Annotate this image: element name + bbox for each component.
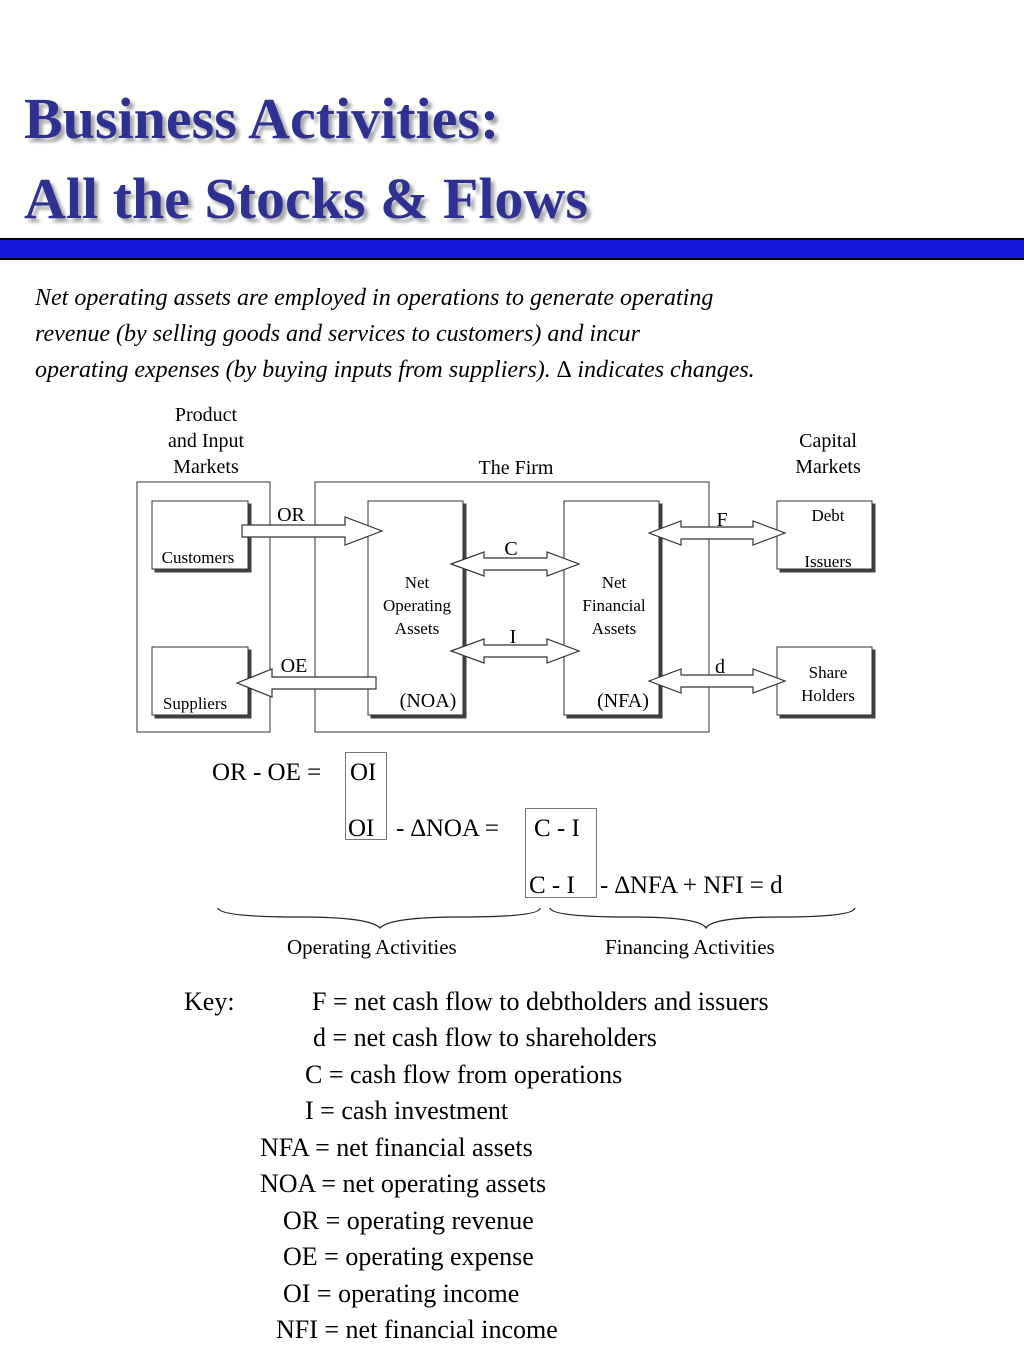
key-item-or: OR = operating revenue <box>283 1206 534 1235</box>
svg-text:Issuers: Issuers <box>804 552 851 571</box>
i-flow-label: I <box>510 626 517 648</box>
svg-text:Holders: Holders <box>801 686 855 705</box>
noa-box <box>367 500 464 716</box>
financing-activities-brace <box>549 907 856 930</box>
key-item-noa: NOA = net operating assets <box>260 1169 547 1198</box>
noa-abbreviation: (NOA) <box>400 690 457 712</box>
oe-arrow <box>235 668 377 698</box>
intro-line-2: revenue (by selling goods and services t… <box>35 321 640 347</box>
slide-title-line-1: Business Activities: <box>24 86 500 151</box>
financing-activities-label: Financing Activities <box>605 935 775 959</box>
svg-text:Net: Net <box>405 573 430 592</box>
key-item-c: C = cash flow from operations <box>305 1060 623 1089</box>
intro-line-1: Net operating assets are employed in ope… <box>35 285 714 311</box>
key-item-oe: OE = operating expense <box>283 1242 534 1271</box>
equation-2-oi: OI <box>348 815 375 842</box>
equation-3-c-minus-i: C - I <box>529 872 575 899</box>
debt-issuers-box <box>776 500 873 570</box>
key-item-oi: OI = operating income <box>283 1279 520 1308</box>
key-item-nfa: NFA = net financial assets <box>260 1133 533 1162</box>
or-arrow <box>241 516 384 546</box>
svg-text:Operating: Operating <box>383 596 451 615</box>
debt-issuers-label: Debt Issuers <box>804 506 851 571</box>
svg-text:Assets: Assets <box>395 619 439 638</box>
svg-text:Financial: Financial <box>582 596 646 615</box>
equation-2-delta-noa: - ∆NOA = <box>396 815 500 842</box>
i-arrow <box>449 638 581 664</box>
svg-text:and Input: and Input <box>168 430 245 452</box>
key-item-d: d = net cash flow to shareholders <box>313 1023 657 1052</box>
product-markets-frame <box>136 481 271 733</box>
equation-2-c-minus-i: C - I <box>534 815 580 842</box>
svg-text:Markets: Markets <box>795 456 861 478</box>
shareholders-box <box>776 646 873 716</box>
svg-text:Product: Product <box>175 404 238 426</box>
svg-text:Net: Net <box>602 573 627 592</box>
equation-1-oi: OI <box>350 759 377 786</box>
intro-line-3: operating expenses (by buying inputs fro… <box>35 357 755 383</box>
key-item-nfi: NFI = net financial income <box>276 1315 558 1344</box>
intro-paragraph: Net operating assets are employed in ope… <box>35 280 995 388</box>
equation-1-left: OR - OE = <box>212 759 322 786</box>
c-minus-i-highlight-box <box>525 808 597 898</box>
equation-3-rest: - ∆NFA + NFI = d <box>600 872 783 899</box>
operating-activities-brace <box>217 907 541 929</box>
c-flow-label: C <box>504 538 517 560</box>
d-flow-label: d <box>715 656 725 678</box>
suppliers-box <box>151 646 249 716</box>
svg-text:Capital: Capital <box>799 430 857 452</box>
key-label: Key: <box>184 987 235 1016</box>
svg-text:Markets: Markets <box>173 456 239 478</box>
svg-text:Assets: Assets <box>592 619 636 638</box>
shareholders-label: Share Holders <box>801 663 855 705</box>
nfa-label: Net Financial Assets <box>582 573 646 638</box>
capital-markets-label: Capital Markets <box>795 430 861 478</box>
product-and-input-markets-label: Product and Input Markets <box>168 404 245 478</box>
slide-title-line-2: All the Stocks & Flows <box>24 166 588 231</box>
f-arrow <box>647 520 787 546</box>
c-arrow <box>449 551 581 577</box>
oe-flow-label: OE <box>281 655 308 677</box>
nfa-abbreviation: (NFA) <box>597 690 649 712</box>
suppliers-label: Suppliers <box>163 694 227 713</box>
noa-label: Net Operating Assets <box>383 573 451 638</box>
svg-text:Debt: Debt <box>811 506 844 525</box>
nfa-box <box>563 500 660 716</box>
operating-activities-label: Operating Activities <box>287 935 457 959</box>
oi-highlight-box <box>345 752 387 840</box>
f-flow-label: F <box>716 509 727 531</box>
firm-frame <box>314 481 710 733</box>
svg-text:Share: Share <box>809 663 848 682</box>
key-item-i: I = cash investment <box>305 1096 509 1125</box>
d-arrow <box>647 668 787 694</box>
customers-label: Customers <box>162 548 235 567</box>
title-divider-bar <box>0 238 1024 260</box>
key-item-f: F = net cash flow to debtholders and iss… <box>312 987 769 1016</box>
or-flow-label: OR <box>277 504 305 526</box>
the-firm-label: The Firm <box>479 457 554 479</box>
